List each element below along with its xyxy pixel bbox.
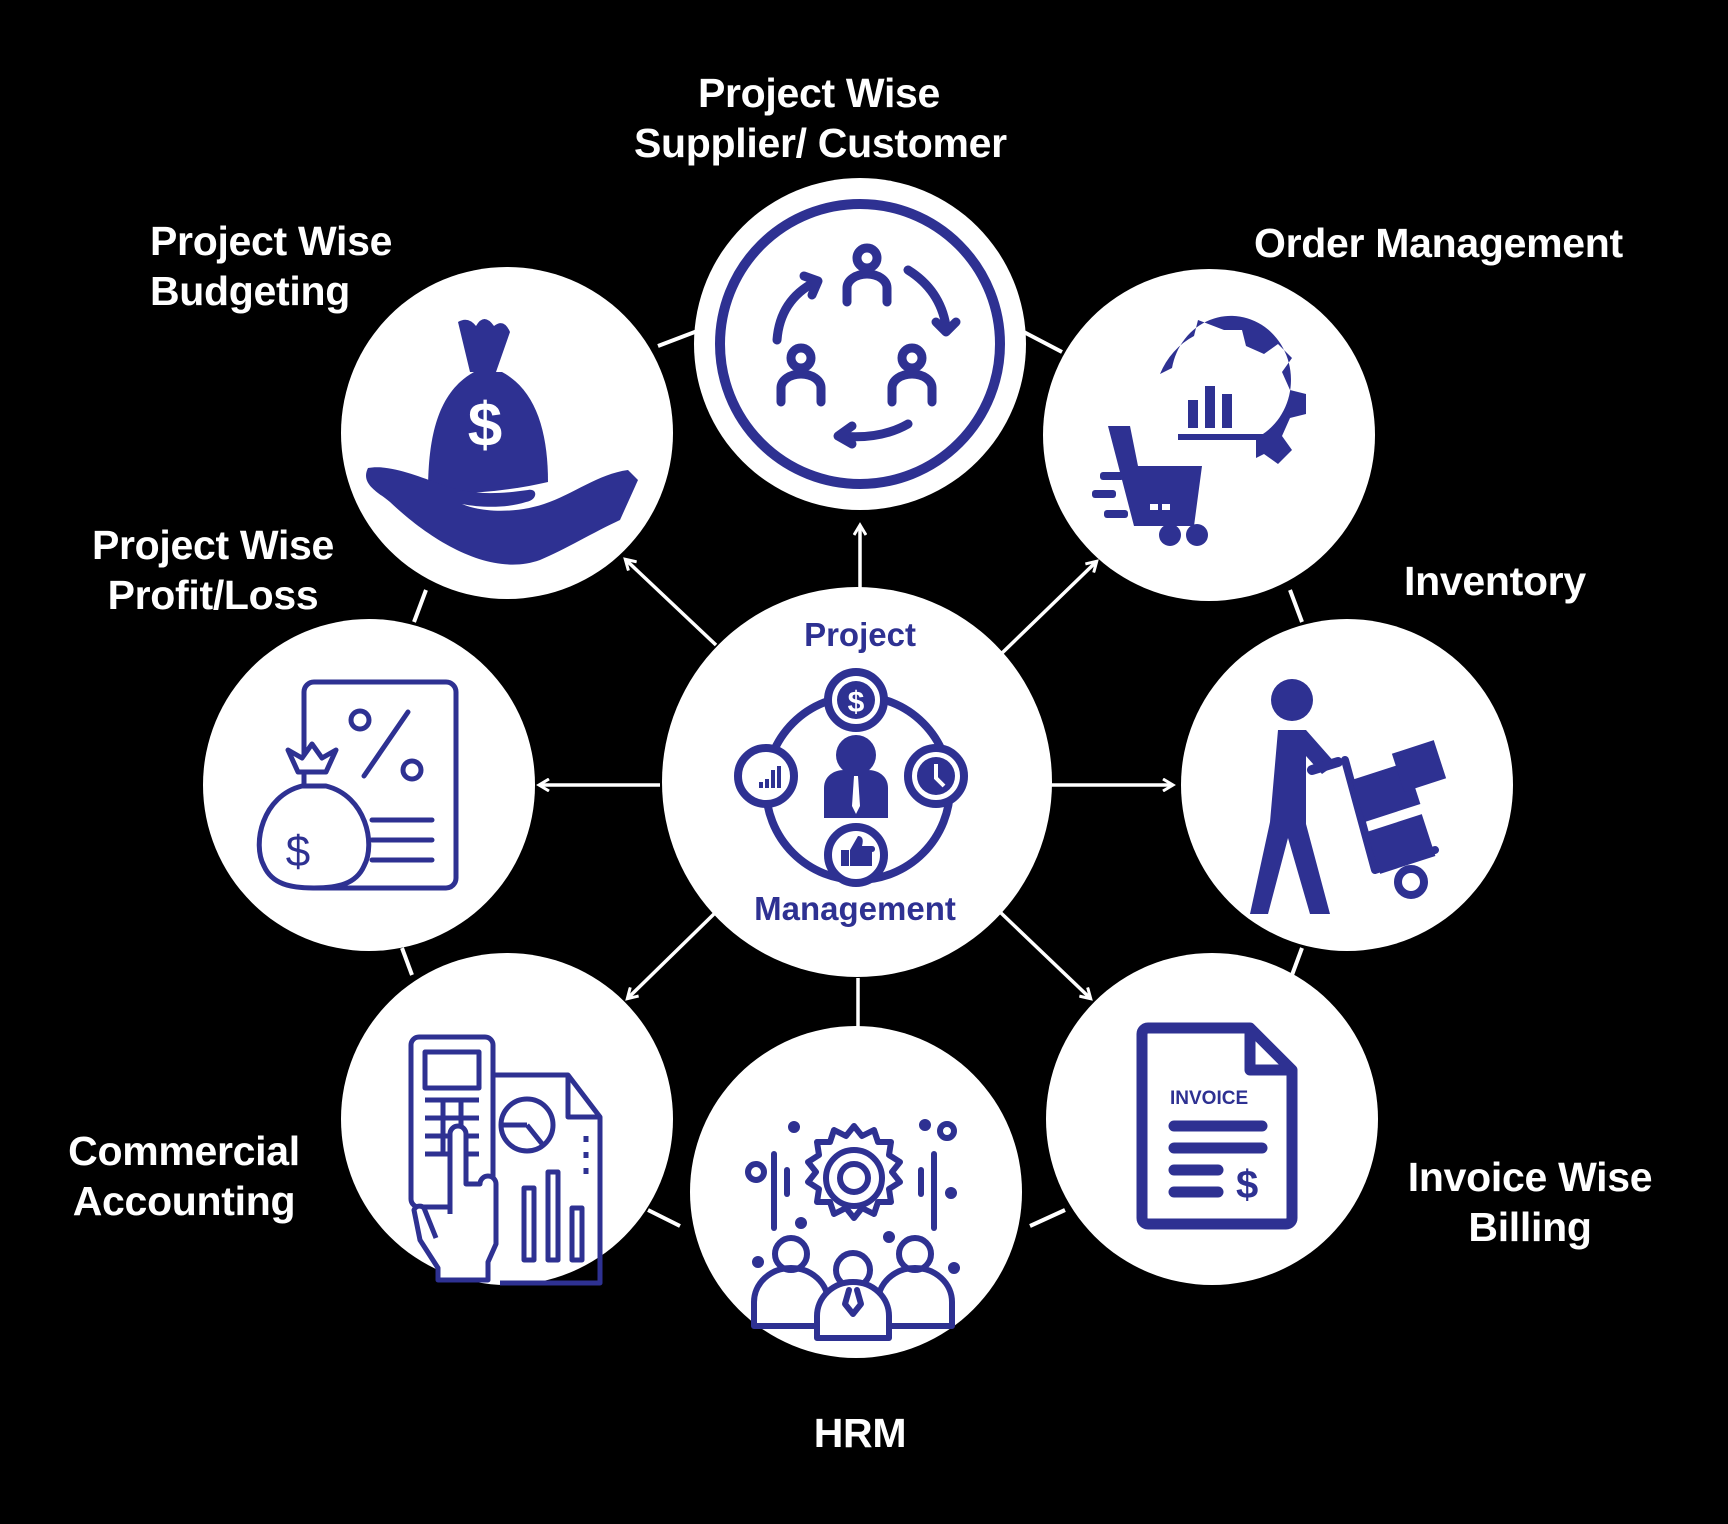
team-gear-icon <box>745 1119 960 1341</box>
label-line1: Project Wise <box>91 522 335 568</box>
label-line2: Billing <box>1468 1204 1592 1250</box>
label-line1: Invoice Wise <box>1407 1154 1653 1200</box>
label-budgeting: Project Wise Budgeting <box>150 216 392 316</box>
center-title-top: Project <box>804 616 916 653</box>
label-commercial-accounting: Commercial Accounting <box>52 1126 316 1226</box>
hand-holding-money-bag-icon: $ <box>366 319 638 565</box>
label-invoice-billing: Invoice Wise Billing <box>1390 1152 1670 1252</box>
label-line2: Profit/Loss <box>107 572 319 618</box>
label-profit-loss: Project Wise Profit/Loss <box>78 520 348 620</box>
label-line2: Accounting <box>72 1178 296 1224</box>
label-line1: HRM <box>813 1410 907 1456</box>
svg-text:$: $ <box>468 391 502 460</box>
invoice-document-icon: INVOICE $ <box>1136 1022 1298 1230</box>
label-line2: Supplier/ Customer <box>634 120 1007 166</box>
label-line1: Project Wise <box>697 70 941 116</box>
calculator-report-icon <box>408 1034 603 1286</box>
manager-with-dollar-chart-clock-thumbsup-icon: $ <box>734 668 968 887</box>
label-order-management: Order Management <box>1254 218 1623 268</box>
person-pushing-hand-truck-icon <box>1250 679 1447 914</box>
label-inventory: Inventory <box>1404 556 1586 606</box>
svg-text:$: $ <box>1236 1163 1258 1207</box>
svg-text:$: $ <box>848 686 865 719</box>
money-bag-percent-document-icon: $ <box>256 679 459 891</box>
label-line1: Project Wise <box>150 218 393 264</box>
people-cycle-icon <box>715 199 1005 489</box>
label-supplier-customer: Project Wise Supplier/ Customer <box>634 68 1007 168</box>
cart-gear-chart-icon <box>1092 315 1306 546</box>
label-hrm: HRM <box>780 1408 940 1458</box>
svg-text:$: $ <box>286 827 310 876</box>
ring-connectors <box>400 328 1304 1228</box>
label-line1: Commercial <box>68 1128 300 1174</box>
label-line2: Budgeting <box>150 268 350 314</box>
label-line1: Order Management <box>1254 220 1623 266</box>
center-title-bottom: Management <box>754 890 956 927</box>
label-line1: Inventory <box>1404 558 1586 604</box>
invoice-icon-text: INVOICE <box>1170 1088 1248 1109</box>
